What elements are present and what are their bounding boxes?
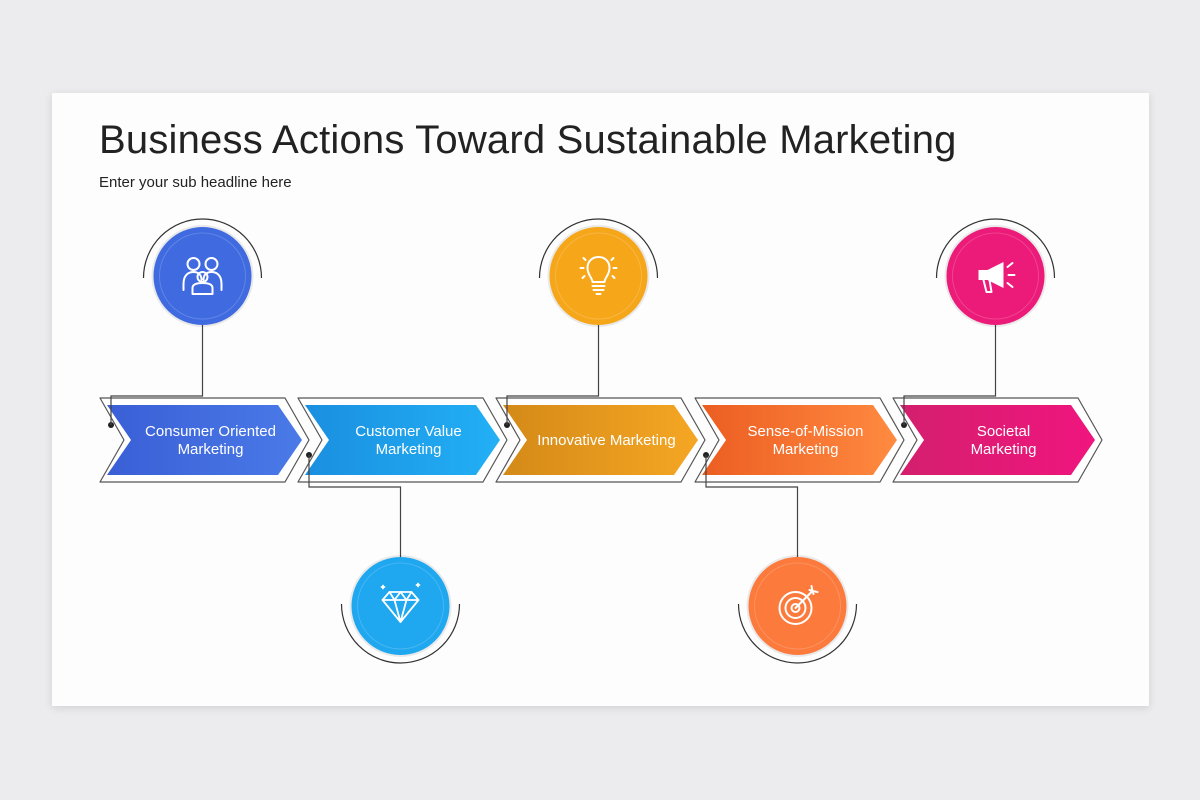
chevron-shape [305, 405, 500, 475]
process-step-3: Innovative Marketing [495, 218, 706, 483]
step-label: Innovative Marketing [537, 432, 675, 449]
step-label-line: Consumer Oriented [145, 423, 276, 440]
people-icon [182, 257, 223, 295]
step-label-line: Societal [977, 423, 1030, 440]
target-icon [778, 585, 819, 625]
icon-circle-inner-ring [159, 232, 246, 320]
chevron-shape [900, 405, 1095, 475]
icon-ring [340, 603, 461, 664]
icon-circle [351, 557, 450, 655]
connector-line [506, 325, 600, 425]
step-label-line: Marketing [971, 441, 1037, 458]
connector-line [705, 455, 799, 557]
icon-circle-inner-ring [754, 562, 841, 650]
icon-ring [142, 218, 263, 279]
chevron-shape [702, 405, 897, 475]
icon-ring [935, 218, 1056, 279]
step-label-line: Sense-of-Mission [748, 423, 864, 440]
step-label-line: Marketing [376, 441, 442, 458]
step-label-line: Innovative Marketing [537, 432, 675, 449]
icon-ring [538, 218, 659, 279]
diamond-icon [380, 582, 421, 623]
icon-ring [737, 603, 858, 664]
step-label-line: Marketing [178, 441, 244, 458]
connector-line [308, 455, 402, 557]
lightbulb-icon [579, 256, 618, 295]
chevron-shape [503, 405, 698, 475]
icon-circle [153, 227, 252, 325]
icon-circle-inner-ring [555, 232, 642, 320]
slide-title: Business Actions Toward Sustainable Mark… [99, 118, 957, 162]
megaphone-icon [978, 262, 1016, 293]
slide-subtitle: Enter your sub headline here [99, 174, 292, 191]
icon-circle [549, 227, 648, 325]
step-label-line: Marketing [773, 441, 839, 458]
icon-circle-inner-ring [952, 232, 1039, 320]
connector-line [903, 325, 997, 425]
icon-circle-inner-ring [357, 562, 444, 650]
chevron-shape [107, 405, 302, 475]
connector-line [110, 325, 204, 425]
step-label-line: Customer Value [355, 423, 461, 440]
